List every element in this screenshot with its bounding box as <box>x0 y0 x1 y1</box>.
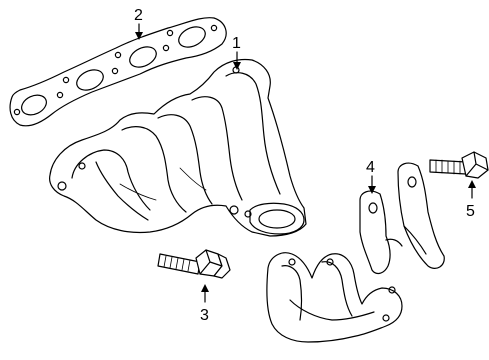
right-exhaust-manifold-gasket <box>359 162 445 275</box>
callout-1: 1 <box>232 35 241 52</box>
manifold-bolt-left <box>157 249 231 279</box>
manifold-bolt-right <box>429 151 489 179</box>
callout-leaders <box>135 23 476 303</box>
callout-5: 5 <box>466 203 475 220</box>
right-exhaust-manifold <box>266 252 403 343</box>
callout-3: 3 <box>200 307 209 324</box>
callout-2: 2 <box>134 7 143 24</box>
exhaust-manifold-gasket <box>9 17 227 127</box>
left-exhaust-manifold <box>49 58 307 237</box>
callout-4: 4 <box>366 159 375 176</box>
